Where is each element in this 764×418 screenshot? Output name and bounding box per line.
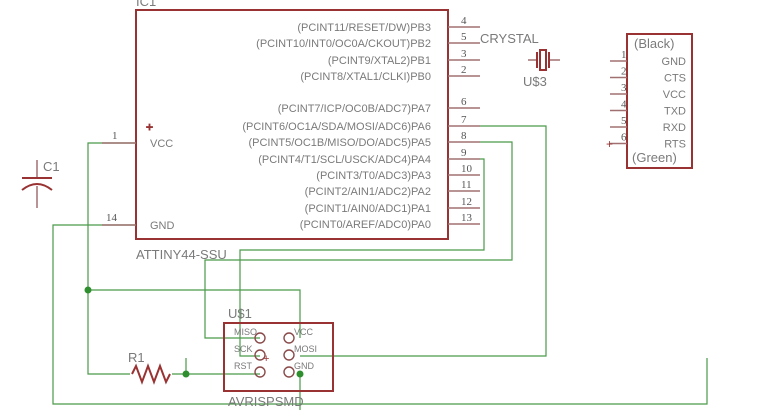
isp-left-label: SCK bbox=[234, 344, 253, 354]
wire-mosi bbox=[300, 125, 547, 357]
ftdi-bottom-label: (Green) bbox=[632, 150, 677, 165]
ic1-pin-num: 5 bbox=[461, 31, 467, 43]
isp-pad-right bbox=[283, 332, 295, 344]
ic1-right-pins: (PCINT11/RESET/DW)PB3 4 (PCINT10/INT0/OC0A… bbox=[242, 15, 480, 231]
wire-miso bbox=[204, 141, 513, 339]
isp-plus-marker: + bbox=[263, 353, 269, 365]
isp-name: U$1 bbox=[228, 306, 252, 321]
wires bbox=[52, 125, 708, 410]
isp-right-label: GND bbox=[294, 361, 315, 371]
ic1-pin-num: 6 bbox=[461, 96, 467, 108]
ic1-pin-label: (PCINT10/INT0/OC0A/CKOUT)PB2 bbox=[256, 38, 431, 50]
ic1-pin-num: 4 bbox=[461, 15, 467, 27]
ftdi-plus-marker: + bbox=[606, 137, 613, 151]
isp-pad-left bbox=[254, 366, 266, 378]
ic1-vcc-label: VCC bbox=[150, 138, 173, 150]
isp-pads: MISO VCC SCK MOSI RST GND bbox=[234, 327, 317, 378]
wire-vcc-isp bbox=[88, 289, 301, 338]
crystal-name: U$3 bbox=[523, 74, 547, 89]
ftdi-top-label: (Black) bbox=[634, 36, 674, 51]
ic1-pin-num: 12 bbox=[461, 196, 472, 208]
isp-pad-right bbox=[283, 349, 295, 361]
isp-header[interactable]: U$1 AVRISPSMD MISO VCC SCK MOSI RST GND + bbox=[223, 306, 334, 409]
isp-body bbox=[223, 322, 334, 392]
isp-part: AVRISPSMD bbox=[228, 394, 304, 409]
ic1-pin-num: 3 bbox=[461, 48, 467, 60]
crystal-body bbox=[539, 49, 547, 71]
wire-sck bbox=[239, 158, 485, 357]
ic1-pin-label: (PCINT1/AIN0/ADC1)PA1 bbox=[305, 203, 431, 215]
isp-pad-right bbox=[283, 366, 295, 378]
isp-right-label: MOSI bbox=[294, 344, 317, 354]
isp-pad-left bbox=[254, 332, 266, 344]
junctions bbox=[84, 286, 304, 378]
plus-marker: + bbox=[146, 120, 153, 134]
ic1-pin-vcc-num: 1 bbox=[112, 130, 118, 142]
ftdi-pin-label: GND bbox=[662, 56, 687, 68]
junction-vcc bbox=[84, 286, 92, 294]
crystal-label: CRYSTAL bbox=[480, 31, 539, 46]
resistor-r1[interactable]: R1 bbox=[128, 350, 171, 385]
ic1-pin-label: (PCINT11/RESET/DW)PB3 bbox=[297, 22, 431, 34]
ftdi-pin-num: 4 bbox=[621, 99, 627, 111]
ic1-pin-num: 2 bbox=[461, 64, 467, 76]
ic1-pin-gnd-num: 14 bbox=[106, 212, 118, 224]
ftdi-pin-num: 3 bbox=[621, 82, 627, 94]
ic1-pin-label: (PCINT6/OC1A/SDA/MOSI/ADC6)PA6 bbox=[242, 121, 431, 133]
ftdi-pin-label: TXD bbox=[664, 106, 686, 118]
isp-left-label: RST bbox=[234, 361, 253, 371]
ftdi-body bbox=[626, 33, 693, 169]
capacitor-plate-bottom bbox=[21, 183, 53, 191]
ftdi-pin-num: 5 bbox=[621, 115, 627, 127]
ic1-pin-label: (PCINT8/XTAL1/CLKI)PB0 bbox=[300, 71, 431, 83]
junction-rst bbox=[182, 370, 190, 378]
ic1-gnd-label: GND bbox=[150, 220, 175, 232]
ic1-part: ATTINY44-SSU bbox=[136, 247, 227, 262]
ic1-body bbox=[135, 9, 449, 240]
ic1-pin-label: (PCINT0/AREF/ADC0)PA0 bbox=[300, 219, 431, 231]
isp-pad-left bbox=[254, 349, 266, 361]
ic1[interactable]: IC1 ATTINY44-SSU 1 VCC + 14 GND (PCINT11… bbox=[102, 0, 480, 262]
ic1-pin-num: 7 bbox=[461, 114, 467, 126]
ftdi-pin-label: CTS bbox=[664, 73, 686, 85]
crystal[interactable]: CRYSTAL U$3 bbox=[480, 31, 560, 89]
ic1-pin-num: 13 bbox=[461, 212, 473, 224]
ftdi-pin-label: RXD bbox=[663, 122, 686, 134]
resistor-zigzag bbox=[131, 363, 171, 385]
ftdi-pin-num: 6 bbox=[621, 132, 627, 144]
ic1-pin-label: (PCINT5/OC1B/MISO/DO/ADC5)PA5 bbox=[248, 137, 431, 149]
ic1-pin-label: (PCINT2/AIN1/ADC2)PA2 bbox=[305, 186, 431, 198]
ic1-pin-num: 9 bbox=[461, 147, 467, 159]
ftdi-pin-num: 2 bbox=[621, 66, 627, 78]
ftdi-pin-label: VCC bbox=[663, 89, 686, 101]
ic1-pin-num: 8 bbox=[461, 130, 467, 142]
ic1-name: IC1 bbox=[136, 0, 156, 9]
capacitor-c1[interactable]: C1 bbox=[21, 159, 60, 208]
ic1-pin-num: 11 bbox=[461, 179, 472, 191]
ftdi-pin-num: 1 bbox=[621, 49, 627, 61]
ftdi-pin-label: RTS bbox=[664, 139, 686, 151]
ic1-pin-label: (PCINT7/ICP/OC0B/ADC7)PA7 bbox=[278, 103, 431, 115]
ic1-pin-label: (PCINT9/XTAL2)PB1 bbox=[328, 55, 431, 67]
isp-left-label: MISO bbox=[234, 327, 257, 337]
junction-gnd bbox=[296, 370, 304, 378]
isp-right-label: VCC bbox=[294, 327, 314, 337]
ic1-pin-num: 10 bbox=[461, 163, 473, 175]
resistor-name: R1 bbox=[128, 350, 145, 365]
ic1-pin-label: (PCINT4/T1/SCL/USCK/ADC4)PA4 bbox=[258, 154, 431, 166]
ic1-pin-label: (PCINT3/T0/ADC3)PA3 bbox=[316, 170, 431, 182]
capacitor-name: C1 bbox=[43, 159, 60, 174]
wire-gnd bbox=[52, 224, 708, 405]
wire-vcc bbox=[87, 142, 136, 375]
